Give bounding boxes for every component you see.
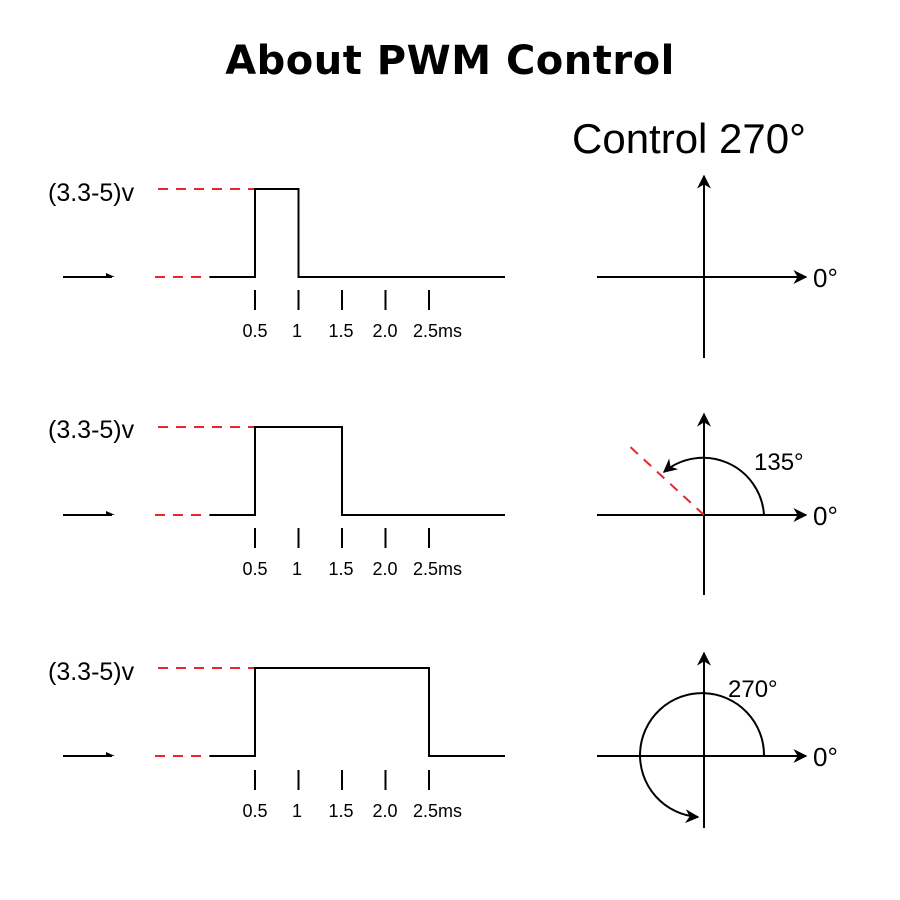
tick-label: 1.5 [328, 801, 353, 821]
voltage-label: (3.3-5)v [48, 179, 135, 207]
zero-degree-label: 0° [813, 742, 838, 772]
tick-label: 0.5 [242, 559, 267, 579]
tick-label: 0.5 [242, 321, 267, 341]
angle-label: 135° [754, 449, 804, 476]
subtitle: Control 270° [572, 115, 806, 162]
baseline-stub-arrow [106, 511, 115, 515]
tick-label: 2.0 [372, 559, 397, 579]
time-axis-ticks: 0.5 1 1.5 2.0 2.5ms [242, 528, 462, 579]
pwm-pulse-waveform [210, 426, 505, 516]
baseline-stub-arrow [106, 273, 115, 277]
tick-label: 2.5ms [413, 321, 462, 341]
voltage-label: (3.3-5)v [48, 658, 135, 686]
tick-label: 2.0 [372, 801, 397, 821]
tick-label: 1 [292, 801, 302, 821]
tick-label: 0.5 [242, 801, 267, 821]
zero-degree-label: 0° [813, 263, 838, 293]
tick-label: 2.5ms [413, 559, 462, 579]
tick-label: 1 [292, 321, 302, 341]
time-axis-ticks: 0.5 1 1.5 2.0 2.5ms [242, 770, 462, 821]
voltage-label: (3.3-5)v [48, 416, 135, 444]
tick-label: 1 [292, 559, 302, 579]
pwm-pulse-waveform [210, 188, 505, 278]
rotation-arc-arrow [662, 456, 765, 516]
page-title: About PWM Control [225, 38, 675, 84]
rotation-arc-arrow [639, 692, 766, 824]
pwm-row-1: (3.3-5)v 0.5 1 1.5 2.0 2.5ms 0° [48, 174, 838, 358]
time-axis-ticks: 0.5 1 1.5 2.0 2.5ms [242, 290, 462, 341]
angle-axes: 0° 270° [597, 651, 838, 828]
pwm-row-3: (3.3-5)v 0.5 1 1.5 2.0 2.5ms 0° 270° [48, 651, 838, 828]
angle-axes: 0° [597, 174, 838, 358]
tick-label: 2.5ms [413, 801, 462, 821]
tick-label: 1.5 [328, 321, 353, 341]
angle-label: 270° [728, 676, 778, 703]
target-angle-line [625, 442, 705, 516]
angle-axes: 0° 135° [597, 412, 838, 595]
zero-degree-label: 0° [813, 501, 838, 531]
pwm-row-2: (3.3-5)v 0.5 1 1.5 2.0 2.5ms 0° 135° [48, 412, 838, 595]
tick-label: 2.0 [372, 321, 397, 341]
pwm-pulse-waveform [210, 667, 505, 757]
baseline-stub-arrow [106, 752, 115, 756]
tick-label: 1.5 [328, 559, 353, 579]
